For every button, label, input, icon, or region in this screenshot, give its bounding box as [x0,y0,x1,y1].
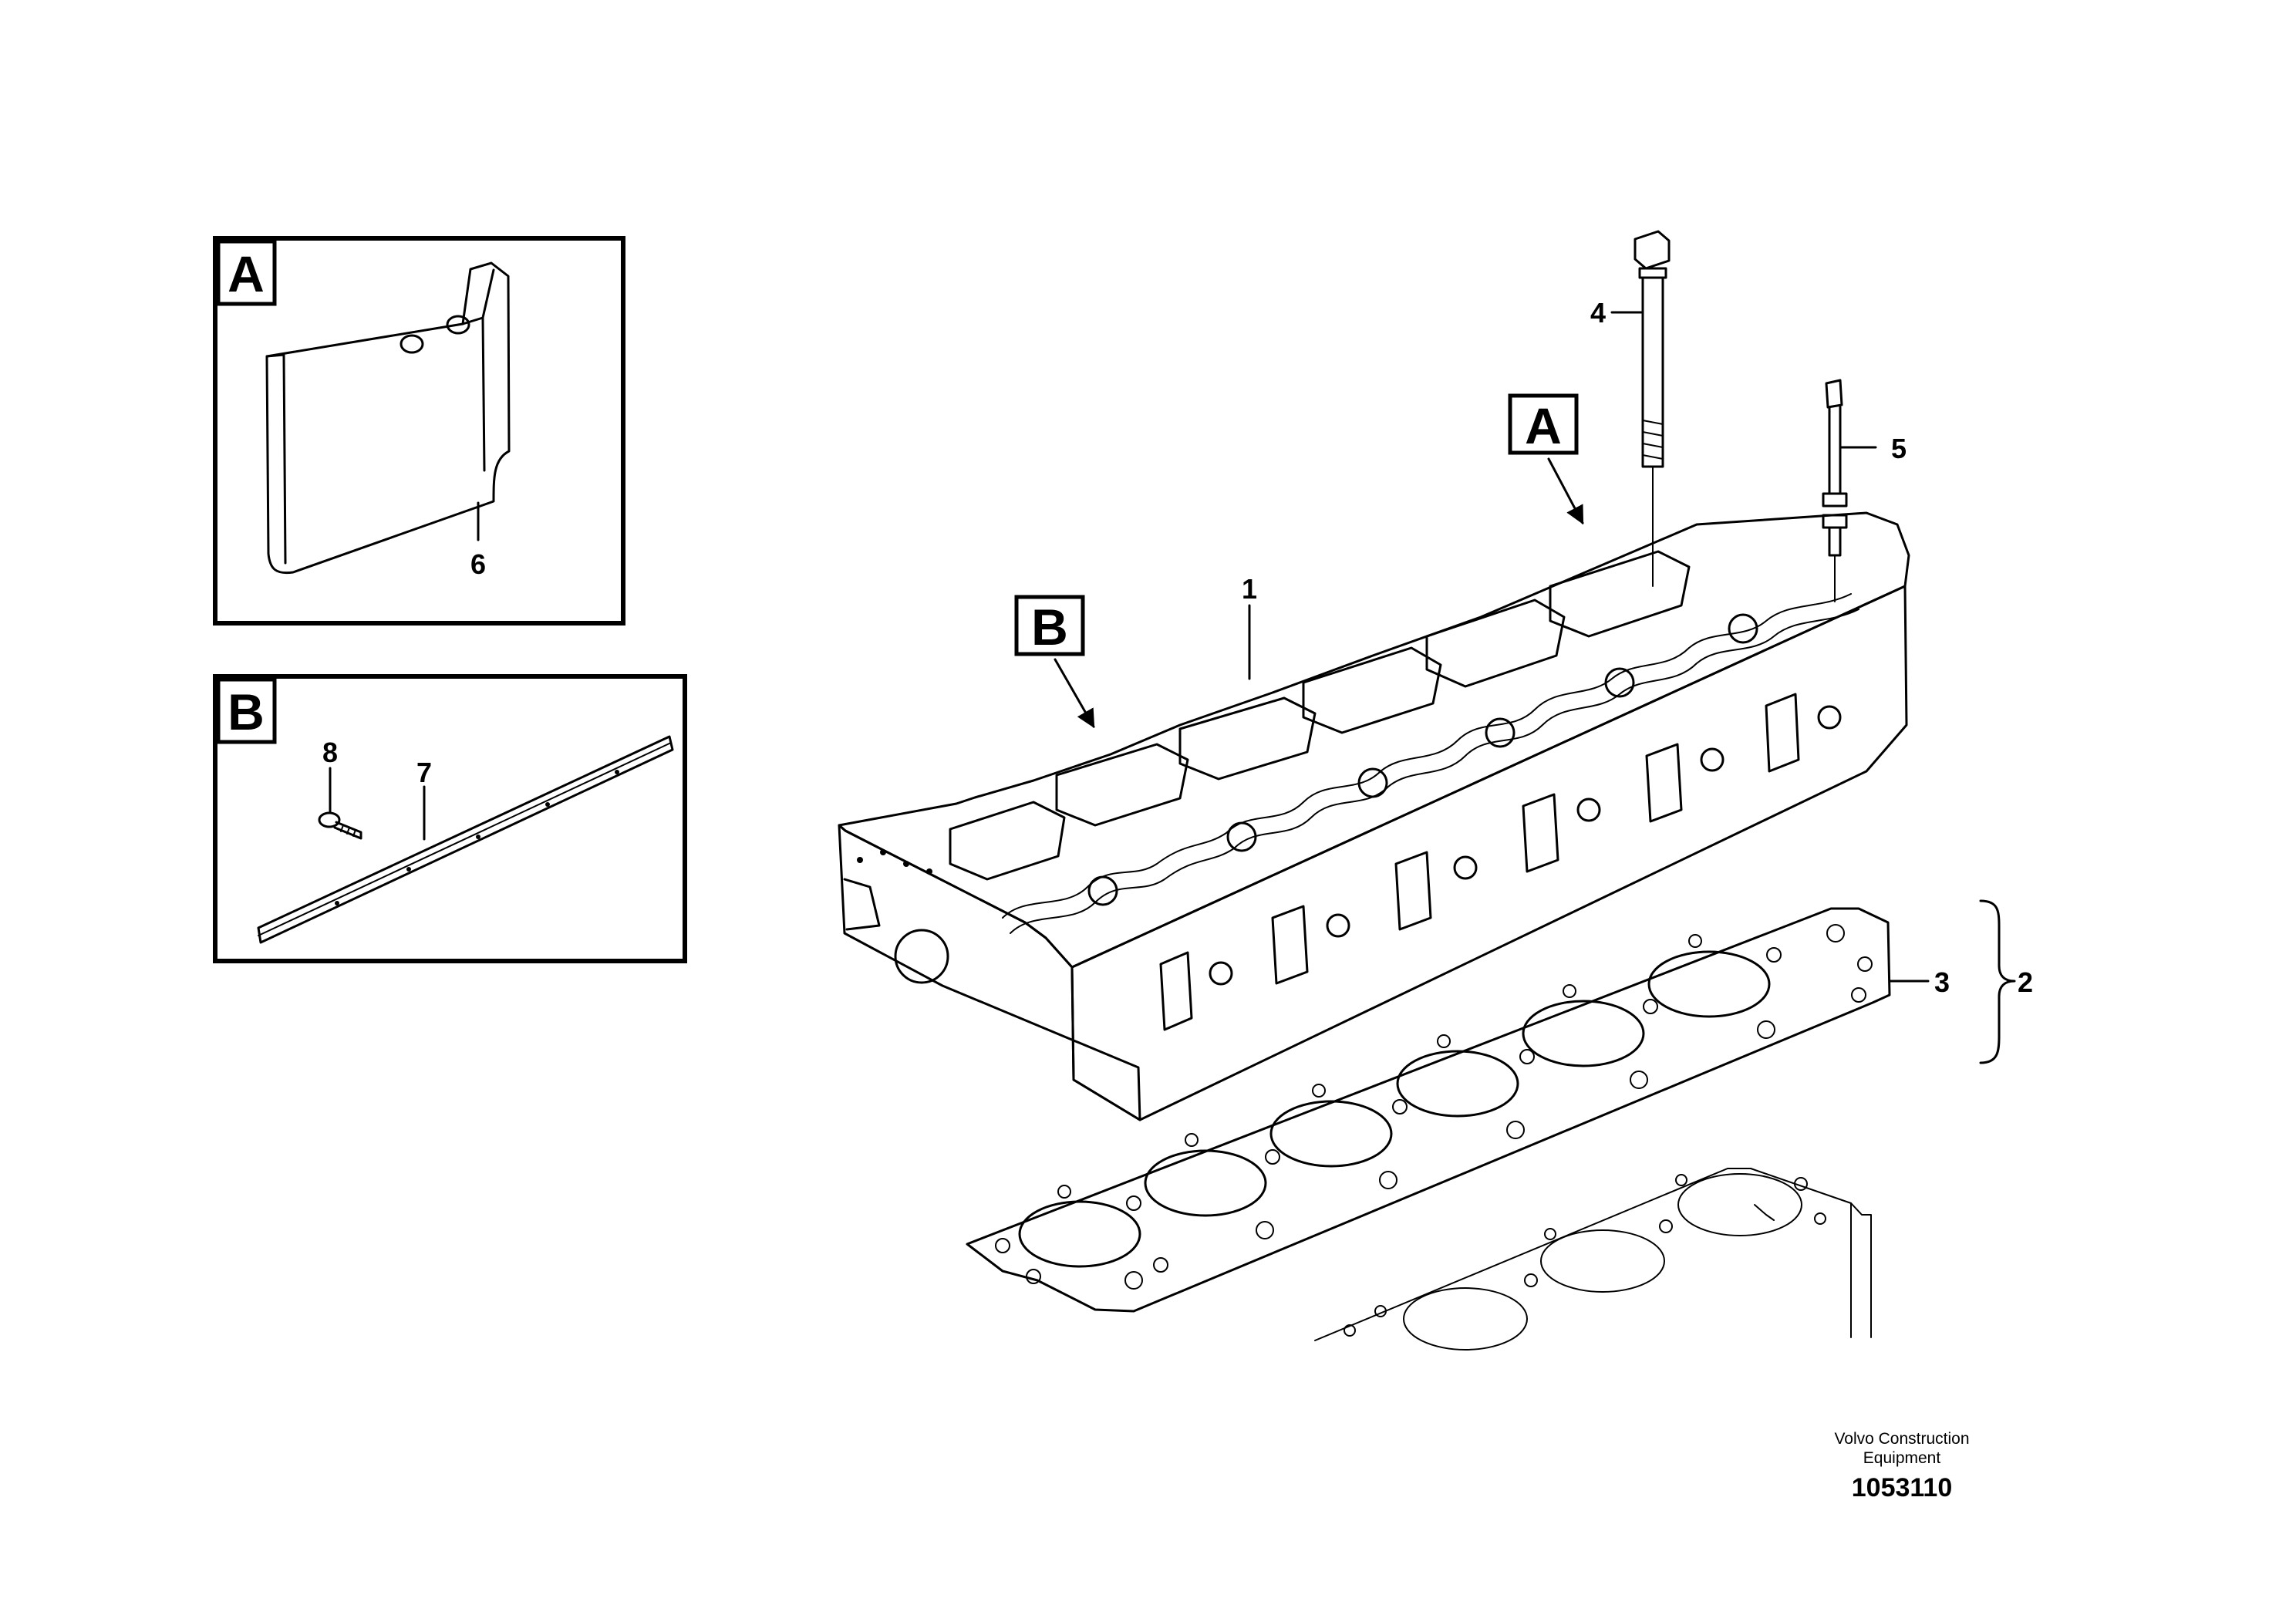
callout-7: 7 [416,757,432,788]
callout-2: 2 [2018,966,2033,998]
detail-b-letter: B [228,683,265,740]
footer-line2: Equipment [1863,1449,1941,1467]
callout-6: 6 [470,548,486,580]
callout-5: 5 [1891,433,1907,464]
callout-1: 1 [1242,573,1257,605]
strip-part-7 [257,735,674,944]
callout-4: 4 [1590,297,1606,329]
callout-8: 8 [322,737,338,768]
screw-part-8 [318,811,362,840]
detail-b-panel: B 8 7 [213,674,687,963]
callout-3: 3 [1934,966,1950,998]
view-b-tag [1014,595,1085,656]
detail-a-panel: A 6 [213,236,625,626]
cover-plate-part-6 [265,261,511,575]
view-b-letter: B [1031,599,1068,656]
view-a-letter: A [1525,397,1562,454]
detail-a-letter: A [228,245,265,302]
footer-line1: Volvo Construction [1834,1430,1969,1448]
gasket-set-brace [1979,899,2016,1064]
head-gasket-part-3 [966,907,1891,1313]
engine-block-outline [1314,1168,1872,1351]
diagram-code: 1053110 [1852,1473,1953,1502]
view-b-arrow [1054,658,1095,729]
view-a-tag [1508,393,1579,455]
stud-part-5 [1822,379,1848,602]
bolt-part-4 [1633,230,1671,587]
view-a-arrow [1547,457,1584,525]
cylinder-head-part-1 [838,511,1910,1121]
